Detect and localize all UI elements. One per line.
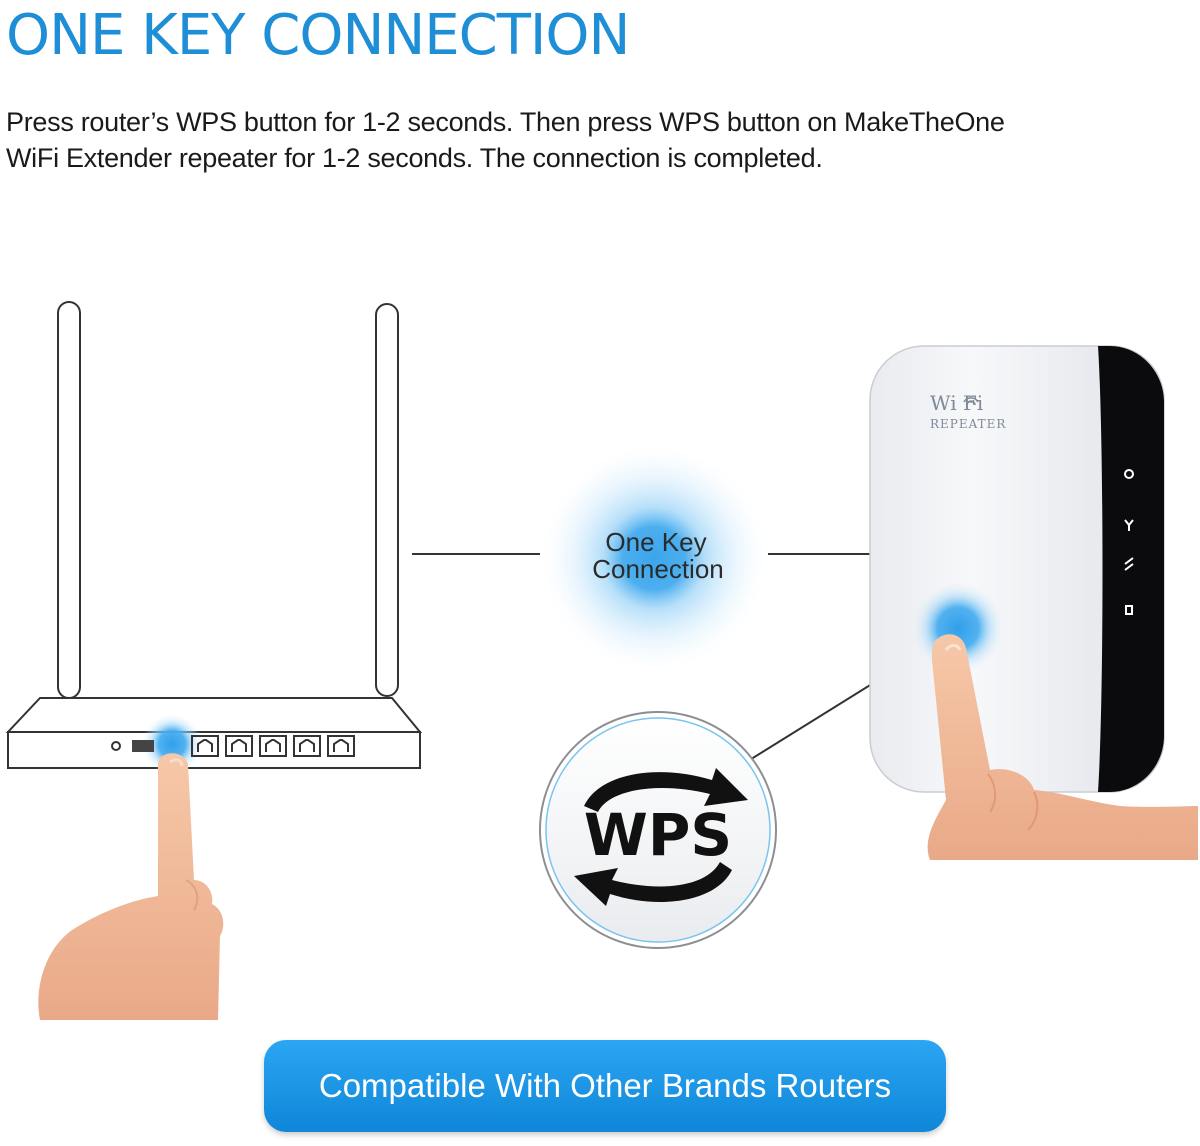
router-wps-port xyxy=(132,740,154,752)
lan-icon xyxy=(1125,605,1133,615)
instructions-line-2: WiFi Extender repeater for 1-2 seconds. … xyxy=(6,143,823,173)
repeater-subtitle: REPEATER xyxy=(930,417,1006,431)
wps-arrow-bottom-icon xyxy=(574,862,732,906)
instructions-line-1: Press router’s WPS button for 1-2 second… xyxy=(6,107,1005,137)
wps-icon xyxy=(1124,557,1134,571)
wps-arrow-top-icon xyxy=(584,768,748,812)
compatibility-banner-text: Compatible With Other Brands Routers xyxy=(318,1067,892,1104)
wifi-repeater: Wi Fi REPEATER xyxy=(869,345,1165,793)
one-key-label-line-2: Connection xyxy=(592,554,724,584)
router-ethernet-ports xyxy=(191,735,355,757)
right-hand xyxy=(927,634,1198,860)
one-key-glow xyxy=(542,446,766,670)
instructions: Press router’s WPS button for 1-2 second… xyxy=(6,104,1166,176)
router-front xyxy=(7,731,421,769)
repeater-black-side xyxy=(1098,346,1164,792)
wps-label: WPS xyxy=(584,801,732,869)
repeater-status-icons xyxy=(1124,469,1134,615)
wifi-signal-icon xyxy=(1124,519,1134,531)
compatibility-banner: Compatible With Other Brands Routers xyxy=(264,1040,946,1132)
headline: ONE KEY CONNECTION xyxy=(6,3,630,68)
repeater-wifi-icon xyxy=(963,397,979,406)
left-hand xyxy=(38,753,224,1020)
one-key-label-line-1: One Key xyxy=(605,527,706,557)
router-reset-hole xyxy=(111,741,121,751)
router-top xyxy=(5,697,423,733)
router xyxy=(5,301,423,774)
power-icon xyxy=(1124,469,1134,479)
router-wps-glow xyxy=(142,714,202,774)
router-antenna-right xyxy=(375,303,399,697)
wps-badge: WPS xyxy=(539,711,777,949)
router-antenna-left xyxy=(57,301,81,699)
